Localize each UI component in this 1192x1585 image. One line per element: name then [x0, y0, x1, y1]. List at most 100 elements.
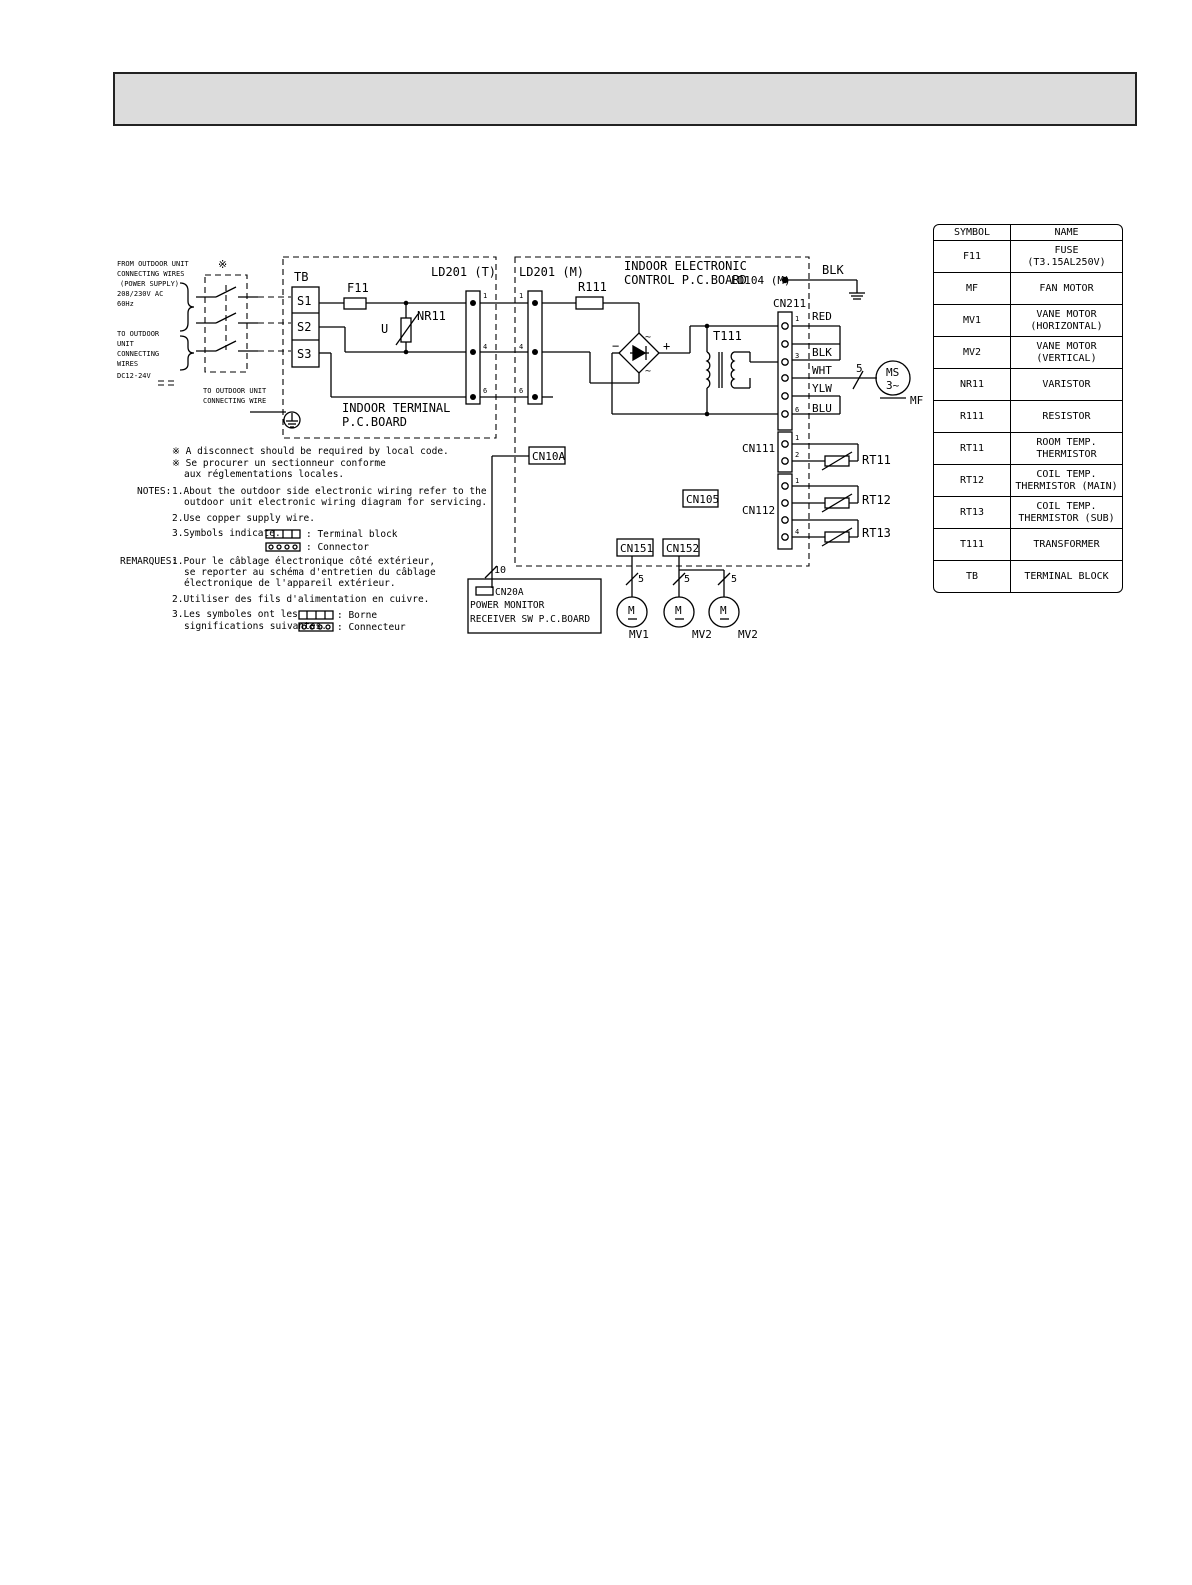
fuse-f11 — [343, 297, 367, 310]
row-name: FUSE (T3.15AL250V) — [1027, 244, 1106, 268]
ld201m-pin1: 1 — [519, 292, 523, 300]
remarque-1c: électronique de l'appareil extérieur. — [184, 578, 396, 589]
ld201t-pin6: 6 — [483, 387, 487, 395]
bridge-rectifier: ~ ~ — [618, 332, 660, 377]
row-symbol: MF — [934, 273, 1011, 304]
connecteur-symbol-icon — [298, 622, 334, 632]
row-name: COIL TEMP. THERMISTOR (MAIN) — [1015, 468, 1118, 492]
symbol-table-header: SYMBOL NAME — [934, 225, 1122, 241]
cn211-pin3: 3 — [795, 352, 799, 360]
wire-blk: BLK — [812, 346, 832, 359]
vane-motor-mv1 — [616, 596, 648, 628]
brace-power — [179, 282, 195, 332]
row-name: ROOM TEMP. THERMISTOR — [1036, 436, 1097, 460]
cn211-label: CN211 — [773, 297, 806, 310]
mv2a-lead-count: 5 — [684, 574, 690, 585]
cn112-pin4: 4 — [795, 528, 799, 536]
row-symbol: R111 — [934, 401, 1011, 432]
row-name: VANE MOTOR (VERTICAL) — [1036, 340, 1097, 364]
row-symbol: MV1 — [934, 305, 1011, 336]
borne-symbol-icon — [298, 610, 334, 620]
wiring-diagram: FROM OUTDOOR UNIT CONNECTING WIRES (POWE… — [117, 256, 923, 641]
note-2: 2.Use copper supply wire. — [172, 513, 315, 524]
supply-wires: WIRES — [117, 360, 138, 368]
table-row: TB TERMINAL BLOCK — [934, 560, 1122, 592]
supply-frequency: 60Hz — [117, 300, 134, 308]
transformer-t111 — [705, 326, 751, 414]
row-symbol: RT13 — [934, 497, 1011, 528]
disconnect-switches — [196, 285, 258, 352]
to-outdoor-wire-1: TO OUTDOOR UNIT — [203, 387, 267, 395]
tb-label: TB — [294, 270, 308, 284]
row-symbol: T111 — [934, 529, 1011, 560]
cn211-pin6: 6 — [795, 406, 799, 414]
notes-label: NOTES: — [137, 486, 171, 497]
ld201m-label: LD201 (M) — [519, 265, 584, 279]
thermistor-rt13 — [792, 519, 859, 547]
mv1-lead-count: 5 — [638, 574, 644, 585]
asterisk-mark: ※ — [218, 258, 227, 271]
resistor-r111 — [575, 296, 604, 310]
row-name: TERMINAL BLOCK — [1024, 570, 1109, 582]
fan-motor-ms-label: MS — [886, 366, 899, 379]
terminal-block — [291, 286, 320, 368]
fuse-label: F11 — [347, 281, 369, 295]
vane-motor-mv2-b — [708, 596, 740, 628]
ground-wire-blk: BLK — [822, 263, 844, 277]
cn20a-label: CN20A — [495, 587, 524, 598]
notes: ※ A disconnect should be required by loc… — [120, 446, 487, 633]
terminal-board-title-1: INDOOR TERMINAL — [342, 401, 450, 415]
header-name: NAME — [1054, 226, 1079, 238]
cn111-label: CN111 — [742, 442, 775, 455]
indoor-control-board-outline — [514, 256, 810, 567]
mv2b-lead-count: 5 — [731, 574, 737, 585]
rt13-label: RT13 — [862, 526, 891, 540]
remarque-2: 2.Utiliser des fils d'alimentation en cu… — [172, 594, 429, 605]
row-name: VANE MOTOR (HORIZONTAL) — [1030, 308, 1103, 332]
terminal-block-symbol-icon — [265, 529, 301, 539]
remarque-3a: 3.Les symboles ont les — [172, 609, 298, 620]
mv2-label-a: MV2 — [692, 628, 712, 641]
svg-text:~: ~ — [645, 366, 651, 377]
row-symbol: F11 — [934, 241, 1011, 272]
note-1a: 1.About the outdoor side electronic wiri… — [172, 486, 487, 497]
row-symbol: TB — [934, 561, 1011, 592]
cn10a-label: CN10A — [532, 450, 565, 463]
note-3-cn: : Connector — [306, 542, 369, 553]
wire-wht: WHT — [812, 364, 832, 377]
supply-from-outdoor: FROM OUTDOOR UNIT — [117, 260, 189, 268]
row-name: FAN MOTOR — [1039, 282, 1094, 294]
fan-lead-count: 5 — [856, 362, 863, 375]
remarque-1a: 1.Pour le câblage électronique côté exté… — [172, 556, 435, 567]
connector-cn151 — [616, 538, 654, 557]
control-board-title-1: INDOOR ELECTRONIC — [624, 259, 747, 273]
connector-symbol-icon — [265, 542, 301, 552]
table-row: MV1 VANE MOTOR (HORIZONTAL) — [934, 304, 1122, 336]
indoor-terminal-board-outline — [282, 256, 497, 439]
table-row: MF FAN MOTOR — [934, 272, 1122, 304]
rt11-label: RT11 — [862, 453, 891, 467]
note-1b: outdoor unit electronic wiring diagram f… — [184, 497, 487, 508]
ld201m-pin6: 6 — [519, 387, 523, 395]
remarque-3-tb: : Borne — [337, 610, 377, 621]
ld201t-pin4: 4 — [483, 343, 487, 351]
ld201t-label: LD201 (T) — [431, 265, 496, 279]
supply-unit: UNIT — [117, 340, 135, 348]
vane-motor-wiring — [625, 556, 731, 597]
row-symbol: RT12 — [934, 465, 1011, 496]
row-name: COIL TEMP. THERMISTOR (SUB) — [1018, 500, 1115, 524]
supply-connecting: CONNECTING — [117, 350, 159, 358]
receiver-board — [467, 578, 602, 634]
connector-cn152 — [662, 538, 700, 557]
fan-motor-mf: MF — [910, 394, 923, 407]
connector-cn105 — [682, 489, 719, 508]
supply-power-supply: (POWER SUPPLY) — [120, 280, 179, 288]
supply-connecting-wires: CONNECTING WIRES — [117, 270, 184, 278]
varistor-label: NR11 — [417, 309, 446, 323]
power-monitor-label: POWER MONITOR — [470, 600, 545, 611]
